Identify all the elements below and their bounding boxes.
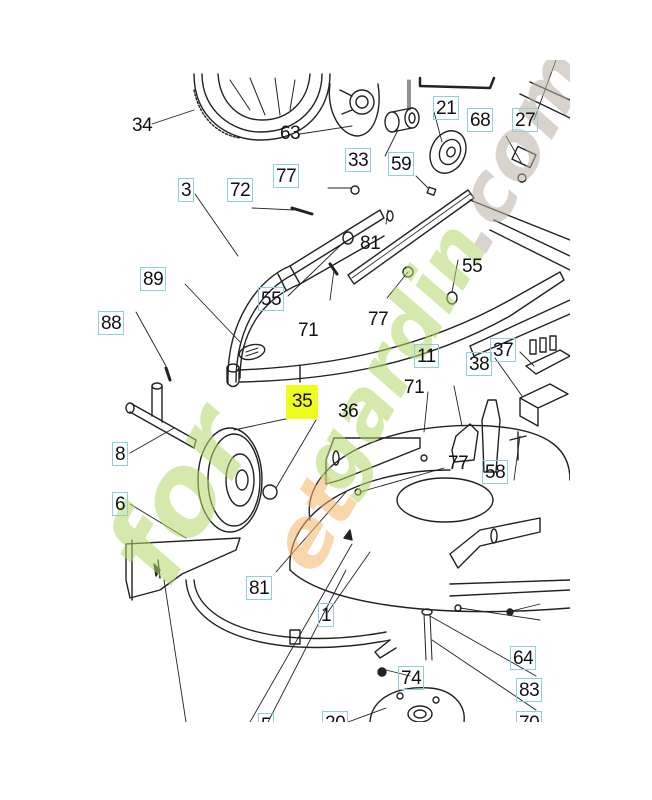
watermark-et: et (250, 459, 377, 587)
part-label-3[interactable]: 3 (178, 178, 195, 202)
part-label-64[interactable]: 64 (510, 646, 537, 670)
part-label-72[interactable]: 72 (227, 178, 254, 202)
part-label-11[interactable]: 11 (414, 344, 439, 368)
part-label-8[interactable]: 8 (112, 442, 129, 466)
part-label-33[interactable]: 33 (345, 148, 372, 172)
spindle-20 (369, 687, 465, 722)
handle-3 (227, 209, 385, 385)
part-label-81-a[interactable]: 81 (360, 233, 381, 254)
handle-lower-bar (239, 271, 565, 383)
part-label-34[interactable]: 34 (132, 115, 153, 136)
part-label-58[interactable]: 58 (482, 460, 509, 484)
axle-8 (125, 366, 197, 449)
diagram-line-art (125, 60, 570, 722)
front-wheel-35 (197, 427, 263, 533)
part-label-77-c[interactable]: 77 (448, 453, 469, 474)
part-label-1[interactable]: 1 (318, 603, 335, 627)
leader-lines (129, 60, 557, 722)
watermark-com: .com (420, 60, 570, 267)
part-label-81-b[interactable]: 81 (246, 576, 273, 600)
wheel-hub-63 (328, 83, 380, 137)
part-label-20[interactable]: 20 (322, 711, 349, 722)
part-label-55-b[interactable]: 55 (462, 256, 483, 277)
part-label-36[interactable]: 36 (338, 401, 359, 422)
part-label-74[interactable]: 74 (398, 666, 425, 690)
cap-36 (262, 484, 278, 500)
mower-deck-1 (289, 424, 570, 613)
part-label-89[interactable]: 89 (140, 267, 167, 291)
part-label-77-b[interactable]: 77 (368, 309, 389, 330)
part-label-21[interactable]: 21 (433, 96, 460, 120)
part-label-6[interactable]: 6 (112, 492, 129, 516)
part-label-71-b[interactable]: 71 (404, 377, 425, 398)
part-label-35-highlighted[interactable]: 35 (286, 385, 319, 419)
part-label-55-a[interactable]: 55 (258, 287, 285, 311)
bushing-33 (384, 107, 420, 133)
part-label-63[interactable]: 63 (280, 123, 301, 144)
part-label-37[interactable]: 37 (490, 338, 517, 362)
part-label-27[interactable]: 27 (512, 108, 539, 132)
part-label-88[interactable]: 88 (98, 311, 125, 335)
part-label-83[interactable]: 83 (516, 678, 543, 702)
diagram-viewport: for et gardin .com 34 63 21 68 27 33 59 … (90, 60, 570, 722)
part-label-71-a[interactable]: 71 (298, 320, 319, 341)
part-label-59[interactable]: 59 (388, 152, 415, 176)
part-label-77-a[interactable]: 77 (273, 164, 300, 188)
part-label-68[interactable]: 68 (467, 108, 494, 132)
part-label-70[interactable]: 70 (516, 711, 543, 722)
pulley-21 (429, 130, 467, 174)
rail (347, 189, 475, 285)
part-label-5[interactable]: 5 (258, 713, 275, 722)
part-label-38[interactable]: 38 (466, 352, 493, 376)
rear-wheel-34 (193, 73, 331, 141)
